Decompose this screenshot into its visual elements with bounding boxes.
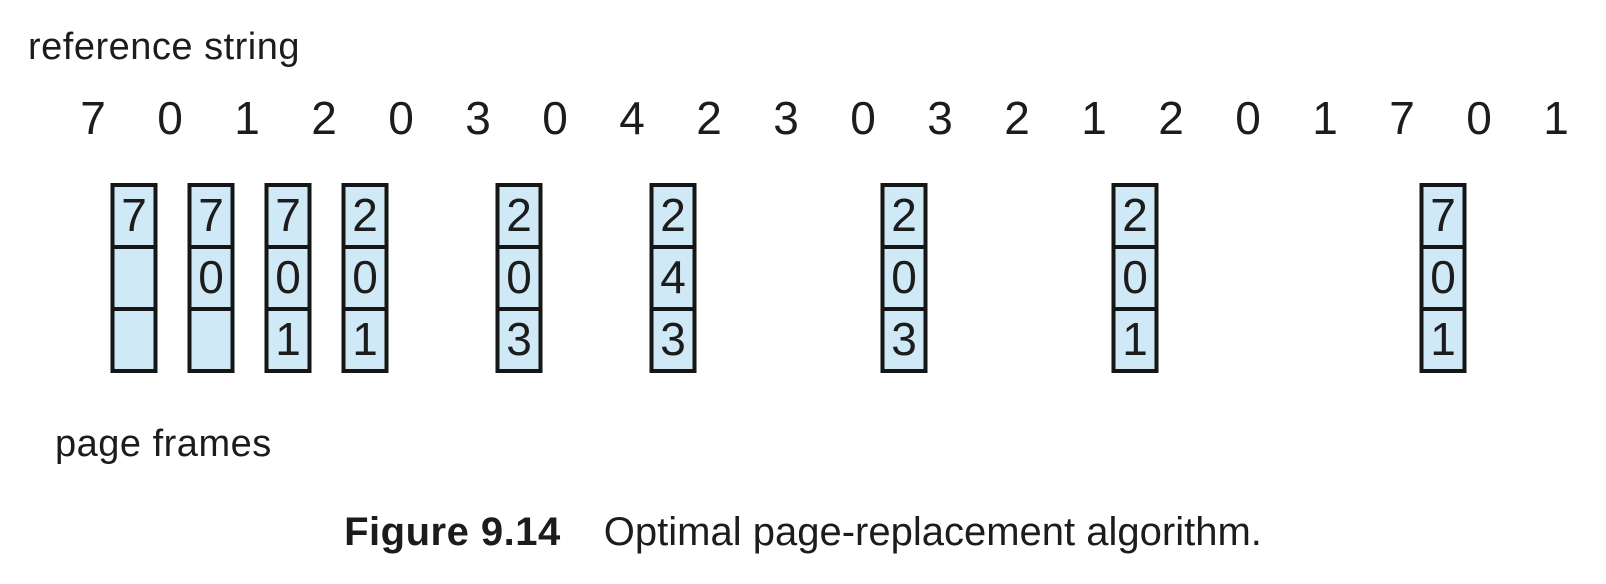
page-frame-cell: 1 [268,311,308,369]
reference-digit: 0 [850,92,876,144]
reference-digit: 1 [1312,92,1338,144]
reference-digit: 1 [1543,92,1569,144]
reference-digit: 0 [1466,92,1492,144]
page-frame-cell: 2 [345,187,385,245]
page-frame-cell: 0 [345,249,385,307]
page-frame-cell [191,311,231,369]
page-frame-cell: 1 [345,311,385,369]
reference-digit: 2 [311,92,337,144]
reference-digit: 1 [234,92,260,144]
reference-string-label: reference string [28,26,301,68]
reference-digit: 2 [1158,92,1184,144]
figure-caption: Figure 9.14 Optimal page-replacement algo… [0,511,1606,553]
figure-caption-text: Optimal page-replacement algorithm. [603,510,1262,554]
reference-digit: 0 [157,92,183,144]
page-frame-cell: 7 [1423,187,1463,245]
page-frame-cell: 7 [268,187,308,245]
page-frame-cell: 3 [884,311,924,369]
page-frame-cell: 1 [1115,311,1155,369]
page-frame-cell: 0 [191,249,231,307]
page-frames-label: page frames [55,423,272,465]
page-frame-column: 7 [110,183,158,373]
reference-digit: 0 [542,92,568,144]
page-frame-cell [114,311,154,369]
page-frame-cell [114,249,154,307]
page-frame-cell: 2 [1115,187,1155,245]
page-frame-cell: 7 [114,187,154,245]
page-frame-cell: 3 [499,311,539,369]
reference-digit: 3 [927,92,953,144]
reference-digit: 2 [1004,92,1030,144]
page-frame-cell: 0 [1115,249,1155,307]
page-frame-cell: 0 [1423,249,1463,307]
reference-digit: 0 [388,92,414,144]
page-frame-cell: 7 [191,187,231,245]
reference-digit: 2 [696,92,722,144]
page-frame-cell: 0 [499,249,539,307]
figure-caption-number: Figure 9.14 [344,510,561,554]
reference-digit: 4 [619,92,645,144]
page-frame-cell: 2 [884,187,924,245]
page-frame-cell: 4 [653,249,693,307]
reference-digit: 7 [80,92,106,144]
reference-digit: 1 [1081,92,1107,144]
page-frame-cell: 3 [653,311,693,369]
page-frame-cell: 2 [499,187,539,245]
reference-digit: 0 [1235,92,1261,144]
reference-digit: 3 [465,92,491,144]
reference-digit: 7 [1389,92,1415,144]
page-frame-cell: 2 [653,187,693,245]
page-frame-cell: 0 [884,249,924,307]
page-frame-cell: 0 [268,249,308,307]
reference-digit: 3 [773,92,799,144]
page-frame-cell: 1 [1423,311,1463,369]
